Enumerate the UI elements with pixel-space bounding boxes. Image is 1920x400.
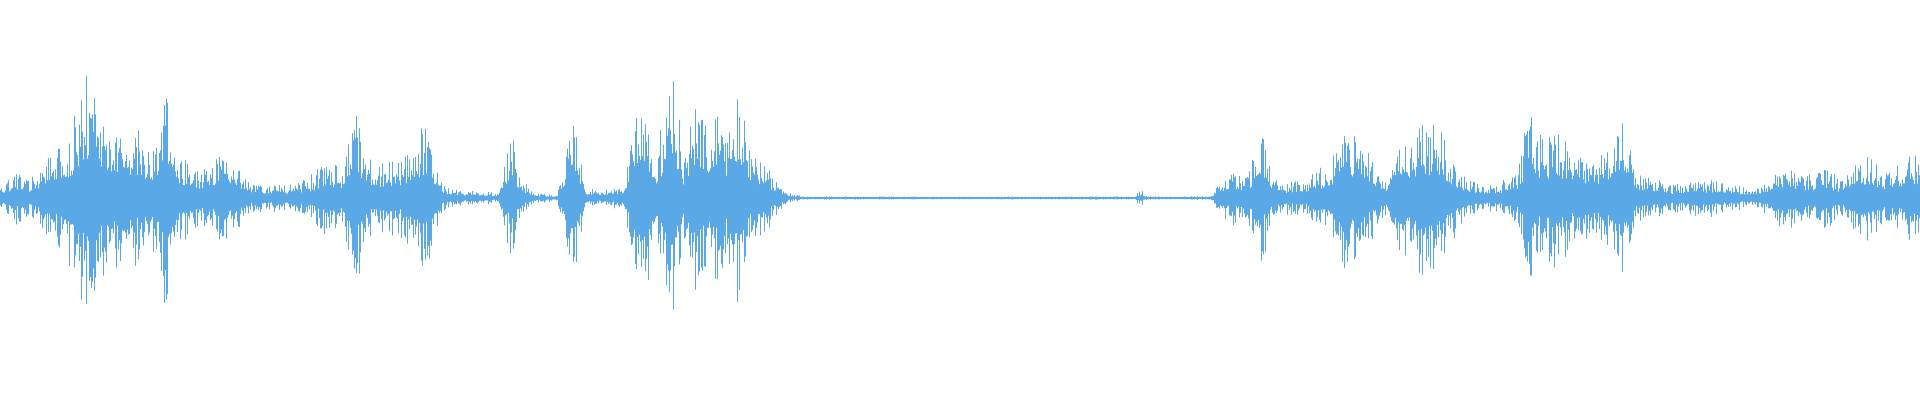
waveform-path bbox=[0, 75, 1920, 310]
waveform-bars bbox=[0, 75, 1920, 310]
